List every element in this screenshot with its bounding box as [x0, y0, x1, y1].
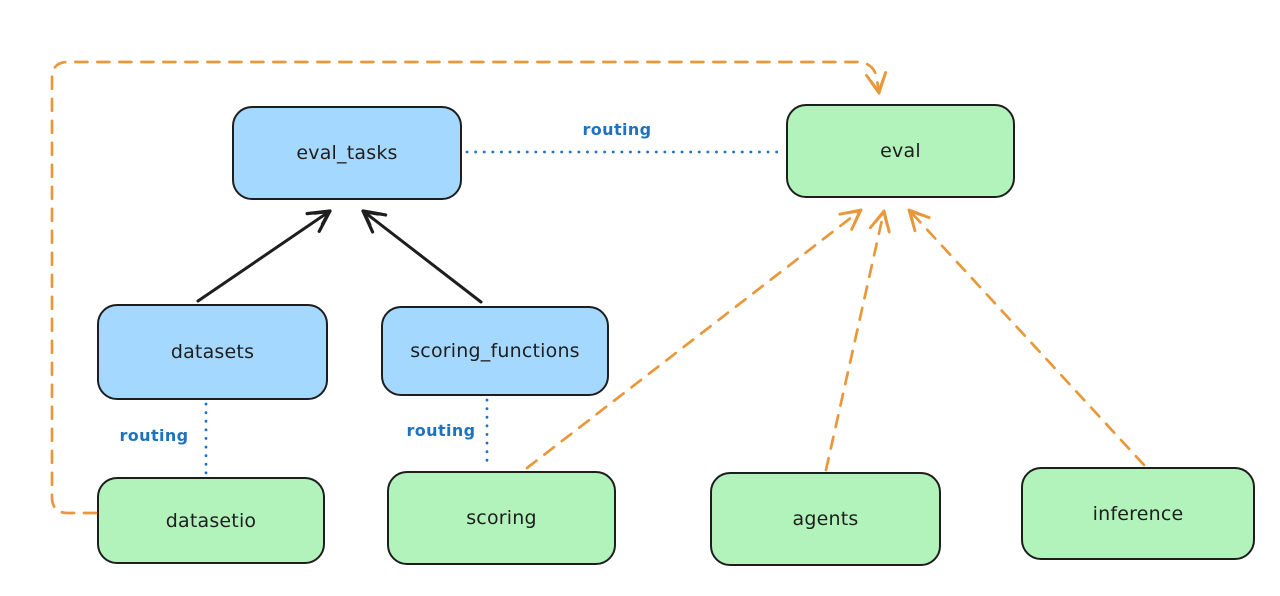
node-datasets-label: datasets [170, 341, 255, 363]
node-datasetio-label: datasetio [165, 509, 257, 532]
node-agents: agents [710, 472, 941, 566]
node-scoring-label: scoring [466, 507, 537, 529]
edge-scoring-functions-to-eval-tasks [361, 209, 483, 304]
node-inference-label: inference [1092, 502, 1184, 525]
node-datasets: datasets [97, 304, 328, 400]
node-eval: eval [786, 104, 1015, 198]
node-datasetio: datasetio [97, 477, 325, 564]
edge-label-routing-eval-tasks-eval: routing [582, 120, 652, 139]
edge-label-routing-scoring-functions-scoring: routing [406, 421, 476, 440]
node-scoring-functions: scoring_functions [381, 306, 609, 396]
edge-inference-to-eval [907, 208, 1146, 467]
node-inference: inference [1021, 467, 1255, 560]
node-eval-tasks-label: eval_tasks [296, 142, 398, 164]
edge-label-routing-datasets-datasetio: routing [119, 426, 189, 445]
edge-datasetio-to-eval-loop [50, 60, 888, 515]
edge-agents-to-eval [824, 209, 891, 472]
node-scoring: scoring [387, 471, 616, 565]
edge-datasets-to-eval-tasks [196, 209, 332, 303]
node-eval-tasks: eval_tasks [232, 106, 462, 200]
node-agents-label: agents [792, 508, 859, 530]
node-eval-label: eval [880, 140, 921, 162]
node-scoring-functions-label: scoring_functions [410, 340, 580, 362]
